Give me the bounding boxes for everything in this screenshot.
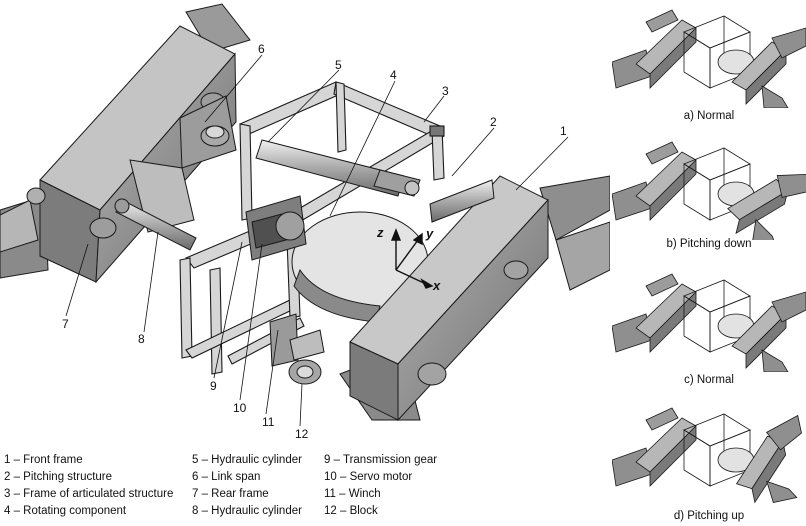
axis-label-z: z (377, 225, 384, 240)
legend-item: 11 – Winch (324, 488, 381, 500)
thumbnail-caption-c: c) Normal (684, 374, 734, 386)
axis-label-x: x (433, 278, 441, 293)
legend-item: 8 – Hydraulic cylinder (192, 505, 302, 517)
thumbnail-pitching-down (612, 141, 806, 240)
thumbnail-pitching-up (612, 407, 802, 504)
thumbnail-mechanism (612, 273, 806, 372)
legend-item: 2 – Pitching structure (4, 471, 113, 483)
legend-column-3: 9 – Transmission gear 10 – Servo motor 1… (324, 452, 437, 520)
legend-item: 12 – Block (324, 505, 378, 517)
thumbnail-mechanism (612, 9, 806, 108)
callout-9: 9 (210, 379, 217, 393)
callout-4: 4 (390, 68, 397, 82)
legend-item: 7 – Rear frame (192, 488, 269, 500)
legend-item: 4 – Rotating component (4, 505, 127, 517)
legend-item: 10 – Servo motor (324, 471, 413, 483)
callout-leaders (65, 54, 569, 427)
callout-5: 5 (335, 58, 342, 72)
callout-3: 3 (442, 84, 449, 98)
hydraulic-cylinder-5 (255, 139, 421, 197)
callout-11: 11 (262, 415, 275, 429)
legend-column-1: 1 – Front frame 2 – Pitching structure 3… (4, 452, 173, 520)
legend-item: 9 – Transmission gear (324, 454, 438, 466)
thumbnail-caption-d: d) Pitching up (673, 510, 745, 522)
thumbnail-mechanism (612, 141, 806, 240)
thumbnail-normal-a (612, 9, 806, 108)
thumbnail-mechanism (612, 407, 802, 504)
legend-item: 3 – Frame of articulated structure (4, 488, 174, 500)
callout-1: 1 (560, 124, 567, 138)
legend-item: 5 – Hydraulic cylinder (192, 454, 302, 466)
callout-8: 8 (138, 332, 145, 346)
legend-item: 6 – Link span (192, 471, 261, 483)
callout-7: 7 (62, 317, 69, 331)
callout-6: 6 (258, 42, 265, 56)
servo-motor-assembly (245, 195, 307, 367)
block-pulley (288, 329, 325, 385)
thumbnail-caption-b: b) Pitching down (666, 238, 752, 250)
axis-label-y: y (426, 226, 434, 241)
thumbnail-caption-a: a) Normal (683, 110, 735, 122)
legend-item: 1 – Front frame (4, 454, 83, 466)
rear-track-arm (0, 3, 251, 279)
hydraulic-cylinder-8 (114, 198, 197, 251)
front-frame (349, 175, 549, 422)
thumbnail-normal-c (612, 273, 806, 372)
callout-10: 10 (233, 401, 247, 415)
coordinate-axes (390, 228, 434, 289)
main-mechanism-illustration (0, 3, 610, 427)
callout-12: 12 (295, 427, 309, 441)
legend-column-2: 5 – Hydraulic cylinder 6 – Link span 7 –… (192, 452, 302, 520)
callout-2: 2 (490, 115, 497, 129)
